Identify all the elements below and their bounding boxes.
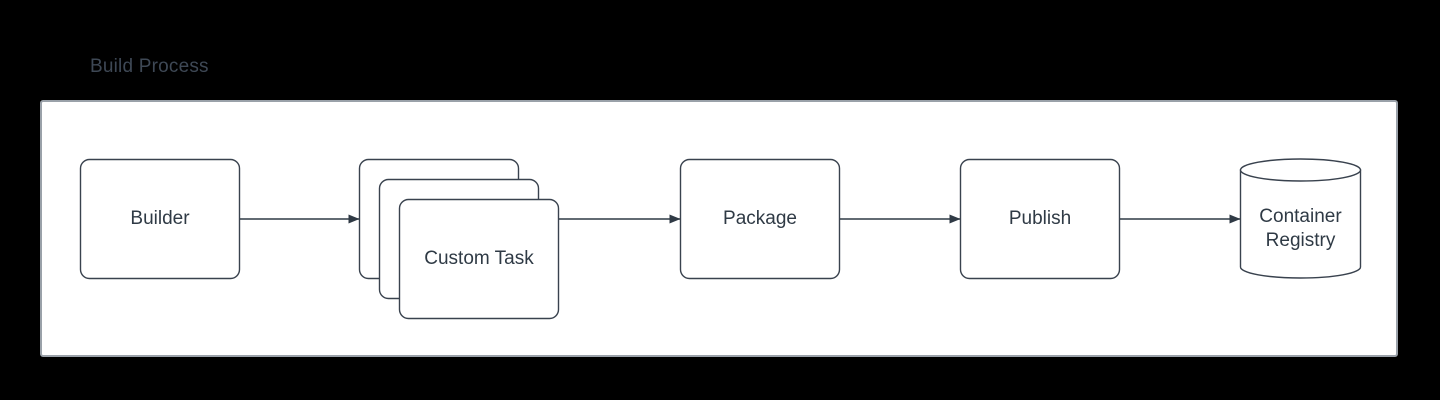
node-label-builder: Builder (130, 208, 190, 229)
node-label-custom-task: Custom Task (424, 248, 534, 269)
node-label-package: Package (723, 208, 797, 229)
node-label-publish: Publish (1008, 208, 1072, 229)
node-label-container-registry: Container Registry (1259, 206, 1342, 251)
group-title: Build Process (90, 56, 209, 77)
